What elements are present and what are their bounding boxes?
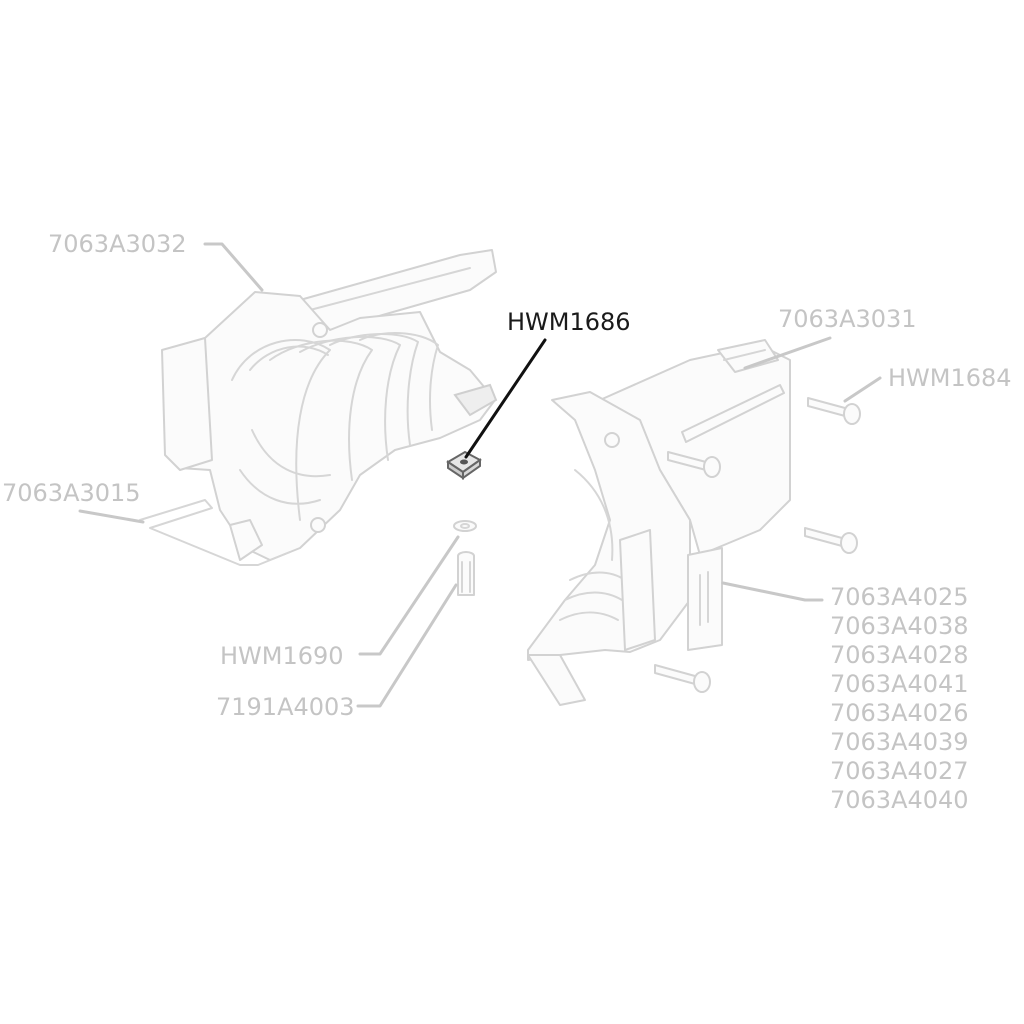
label-variant[interactable]: 7063A4038 xyxy=(830,612,969,640)
leader-housing-rear xyxy=(203,242,264,292)
leader-washer xyxy=(358,535,460,656)
label-variant[interactable]: 7063A4039 xyxy=(830,728,969,756)
label-square-nut[interactable]: HWM1686 xyxy=(507,308,631,336)
leader-variants xyxy=(721,581,824,602)
label-variant[interactable]: 7063A4040 xyxy=(830,786,969,814)
rear-housing-part[interactable] xyxy=(161,249,498,561)
label-variant[interactable]: 7063A4028 xyxy=(830,641,969,669)
bolt-part[interactable] xyxy=(457,551,475,596)
label-barrel-front[interactable]: 7063A3031 xyxy=(778,305,917,333)
clip-part[interactable] xyxy=(139,499,291,566)
label-housing-rear[interactable]: 7063A3032 xyxy=(48,230,187,258)
label-screw-top[interactable]: HWM1684 xyxy=(888,364,1012,392)
screw-top-part[interactable] xyxy=(807,397,861,425)
screw-mid-right-part[interactable] xyxy=(804,527,858,554)
front-barrel-part[interactable] xyxy=(527,339,791,706)
label-variant[interactable]: 7063A4026 xyxy=(830,699,969,727)
screw-bottom-part[interactable] xyxy=(654,664,711,693)
label-bolt[interactable]: 7191A4003 xyxy=(216,693,355,721)
leader-barrel-front xyxy=(743,336,832,370)
label-variant[interactable]: 7063A4041 xyxy=(830,670,969,698)
leader-bolt xyxy=(356,583,458,708)
label-washer[interactable]: HWM1690 xyxy=(220,642,344,670)
label-variant[interactable]: 7063A4025 xyxy=(830,583,969,611)
leader-screw-top xyxy=(843,376,882,403)
leader-clip xyxy=(78,509,145,524)
screw-mid-left-part[interactable] xyxy=(667,451,721,478)
label-variant[interactable]: 7063A4027 xyxy=(830,757,969,785)
leader-square-nut xyxy=(464,338,547,459)
washer-part[interactable] xyxy=(453,520,477,532)
label-clip[interactable]: 7063A3015 xyxy=(2,479,141,507)
square-nut-part[interactable] xyxy=(446,450,482,480)
